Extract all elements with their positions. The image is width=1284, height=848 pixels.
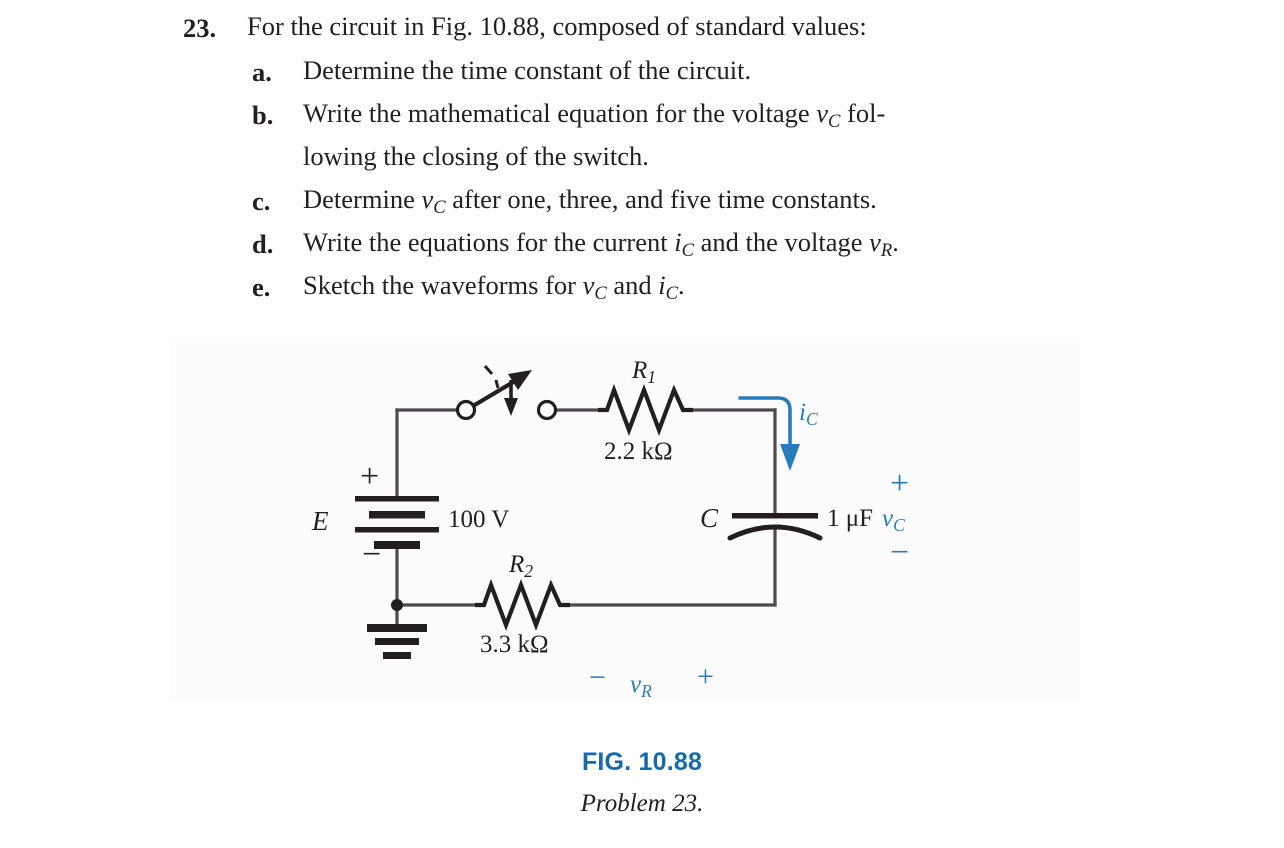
part-b-label: b. (252, 100, 274, 130)
label-ic-base: i (799, 399, 806, 426)
part-d-sub2: R (880, 240, 893, 262)
switch-tick-1 (483, 365, 494, 375)
battery-symbol (355, 496, 439, 549)
part-e-post: . (678, 270, 685, 300)
figure-caption-title: FIG. 10.88 (581, 748, 703, 776)
part-c-post: after one, three, and five time constant… (445, 184, 877, 214)
vc-minus-sign: − (890, 534, 910, 571)
part-c-text: Determine vC after one, three, and five … (303, 186, 877, 218)
vr-plus-sign: + (697, 660, 714, 693)
switch-tick-2 (494, 379, 500, 389)
current-arrow-head (780, 444, 800, 471)
label-vr: vR (630, 672, 652, 700)
vc-plus-sign: + (890, 465, 910, 502)
source-minus-sign: − (362, 536, 382, 573)
label-r1-name: R1 (632, 358, 656, 386)
switch-blade-arrowhead (508, 370, 532, 390)
part-d-post: . (892, 227, 899, 257)
label-r1-base: R (632, 357, 648, 384)
part-c-pre: Determine (303, 184, 422, 214)
ground-bar-2 (375, 638, 419, 645)
label-vc-base: v (882, 505, 894, 532)
part-a-label: a. (252, 57, 272, 87)
label-vc-sub: C (893, 514, 905, 535)
problem-number: 23. (183, 13, 217, 43)
vr-minus-sign: − (589, 661, 606, 694)
ground-junction-dot (391, 599, 403, 611)
label-source-symbol: E (312, 506, 329, 536)
part-b-post: fol- (840, 98, 886, 128)
switch-action-arrowhead (504, 398, 518, 416)
capacitor-plate-top (732, 513, 818, 519)
part-b-text-line2: lowing the closing of the switch. (303, 141, 649, 171)
part-e-var2: i (658, 270, 666, 300)
part-e-pre: Sketch the waveforms for (303, 270, 583, 300)
label-vr-base: v (630, 671, 642, 698)
label-capacitor-value: 1 μF (827, 505, 874, 532)
part-d-text: Write the equations for the current iC a… (303, 229, 899, 261)
part-e-var: v (582, 270, 595, 300)
part-e-sub2: C (665, 283, 679, 305)
part-e-mid: and (606, 270, 659, 300)
battery-plate-long-1 (355, 496, 439, 502)
ground-bar-1 (367, 624, 427, 632)
switch-symbol (455, 365, 558, 421)
part-d-sub: C (681, 240, 695, 262)
part-d-label: d. (252, 229, 274, 259)
label-r1-value: 2.2 kΩ (604, 438, 673, 465)
part-d-pre: Write the equations for the current (303, 227, 675, 257)
source-plus-sign: + (360, 458, 380, 495)
switch-terminal-left (455, 399, 477, 421)
label-source-value: 100 V (448, 506, 510, 533)
capacitor-plate-bottom-curved (727, 524, 823, 541)
label-vc: vC (882, 506, 905, 534)
circuit-schematic-svg (355, 365, 823, 659)
part-e-sub: C (594, 283, 607, 305)
circuit-figure: E + − 100 V R1 2.2 kΩ R2 3.3 kΩ − vR + C… (170, 338, 1080, 700)
switch-terminal-right (536, 399, 558, 421)
ground-symbol (367, 599, 427, 659)
part-b-var: v (816, 98, 829, 128)
figure-caption-subtitle: Problem 23. (580, 790, 704, 817)
part-d-var: i (674, 227, 682, 257)
part-b-pre: Write the mathematical equation for the … (303, 98, 817, 128)
label-r2-base: R (509, 551, 525, 578)
battery-plate-short-1 (369, 511, 425, 519)
label-r1-sub: 1 (647, 366, 657, 387)
part-c-var: v (421, 184, 434, 214)
part-c-sub: C (433, 197, 446, 219)
part-b-sub: C (828, 111, 841, 133)
current-arrow-path (738, 396, 792, 450)
current-arrow-ic (738, 396, 792, 450)
label-r2-sub: 2 (524, 560, 534, 581)
capacitor-symbol (727, 513, 823, 541)
resistor-r2-zigzag (475, 578, 570, 631)
part-d-mid: and the voltage (694, 227, 870, 257)
label-r2-value: 3.3 kΩ (480, 631, 549, 658)
label-capacitor-symbol: C (700, 503, 719, 533)
problem-stem: For the circuit in Fig. 10.88, composed … (247, 11, 867, 41)
label-vr-sub: R (641, 680, 652, 701)
ground-bar-3 (383, 652, 411, 659)
label-ic-sub: C (805, 408, 818, 429)
battery-plate-long-2 (355, 527, 439, 533)
battery-plate-short-2 (374, 541, 420, 549)
part-e-label: e. (252, 272, 271, 302)
part-b-text-line1: Write the mathematical equation for the … (303, 100, 885, 132)
part-e-text: Sketch the waveforms for vC and iC. (303, 272, 685, 304)
label-ic: iC (799, 400, 818, 428)
label-r2-name: R2 (509, 552, 533, 580)
resistor-r1-zigzag (598, 383, 693, 436)
part-a-text: Determine the time constant of the circu… (303, 55, 752, 85)
part-d-var2: v (869, 227, 881, 257)
part-c-label: c. (252, 186, 271, 216)
